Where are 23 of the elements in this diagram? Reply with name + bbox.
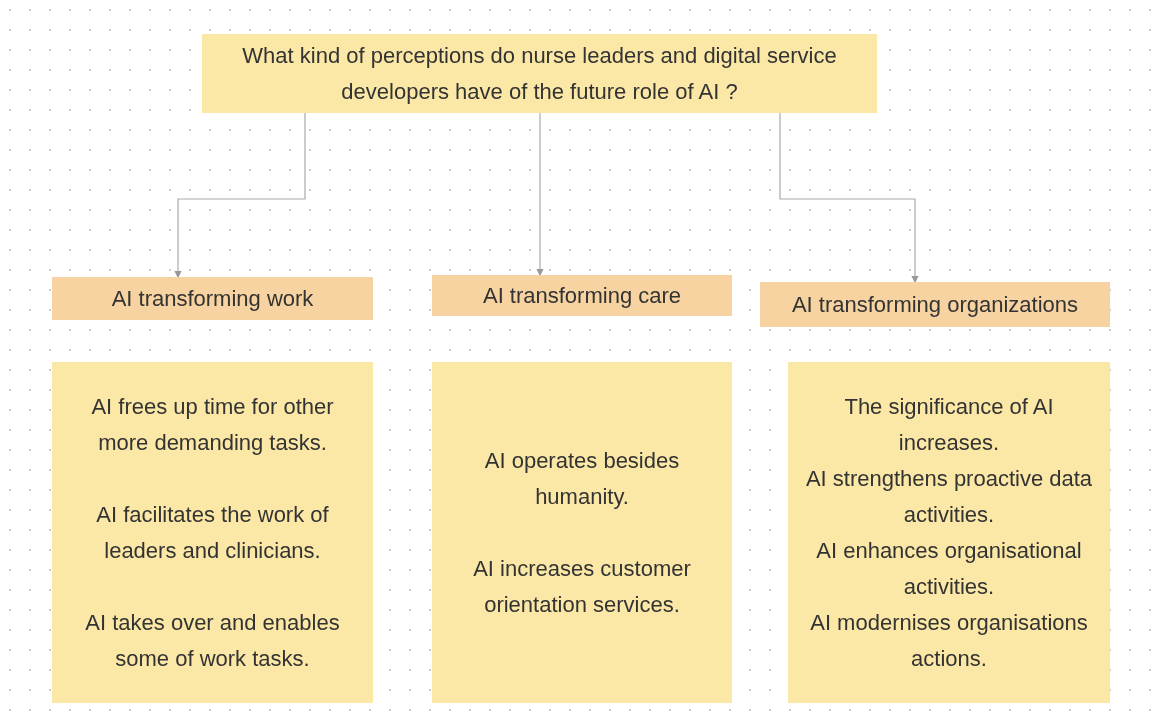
- category-box: [432, 275, 732, 316]
- text: AI modernises organisations actions.: [809, 608, 1089, 673]
- text: What kind of perceptions do nurse leaders and digital service developers have of the future role of AI ?: [241, 41, 838, 106]
- text: AI increases customer orientation services.: [472, 554, 692, 619]
- finding-box: [432, 362, 732, 703]
- connector-arrow: [779, 112, 919, 284]
- text: AI operates besides humanity.: [483, 446, 681, 511]
- text: The significance of AI increases.: [843, 392, 1055, 457]
- category-box: [760, 282, 1110, 327]
- connector-arrow: [536, 112, 544, 277]
- question-box: [202, 34, 877, 113]
- text: AI enhances organisational activities.: [815, 536, 1083, 601]
- finding-box: [52, 362, 373, 703]
- text: AI facilitates the work of leaders and clinicians.: [95, 500, 330, 565]
- category-box: [52, 277, 373, 320]
- connector-arrow: [174, 112, 306, 279]
- finding-box: [788, 362, 1110, 703]
- text: AI transforming organizations: [791, 290, 1079, 319]
- text: AI transforming care: [482, 281, 682, 310]
- text: AI strengthens proactive data activities.: [804, 464, 1094, 529]
- text: AI frees up time for other more demanding tasks.: [90, 392, 335, 457]
- text: AI takes over and enables some of work tasks.: [84, 608, 341, 673]
- text: AI transforming work: [111, 284, 314, 313]
